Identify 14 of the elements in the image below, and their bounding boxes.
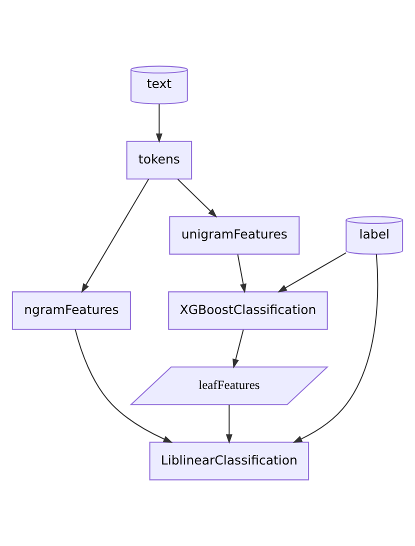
arrow: [278, 252, 346, 292]
node-box: XGBoostClassification: [168, 291, 328, 330]
node-box: LiblinearClassification: [149, 442, 310, 480]
node-box: ngramFeatures: [12, 291, 131, 330]
arrow: [292, 254, 378, 443]
arrow: [237, 254, 246, 294]
arrow: [177, 178, 218, 218]
node-box: unigramFeatures: [169, 216, 300, 255]
arrow: [74, 329, 173, 443]
arrow: [156, 104, 162, 143]
arrow: [81, 178, 150, 293]
arrow: [232, 330, 244, 368]
arrow: [226, 404, 232, 444]
node-box: tokens: [126, 140, 192, 180]
